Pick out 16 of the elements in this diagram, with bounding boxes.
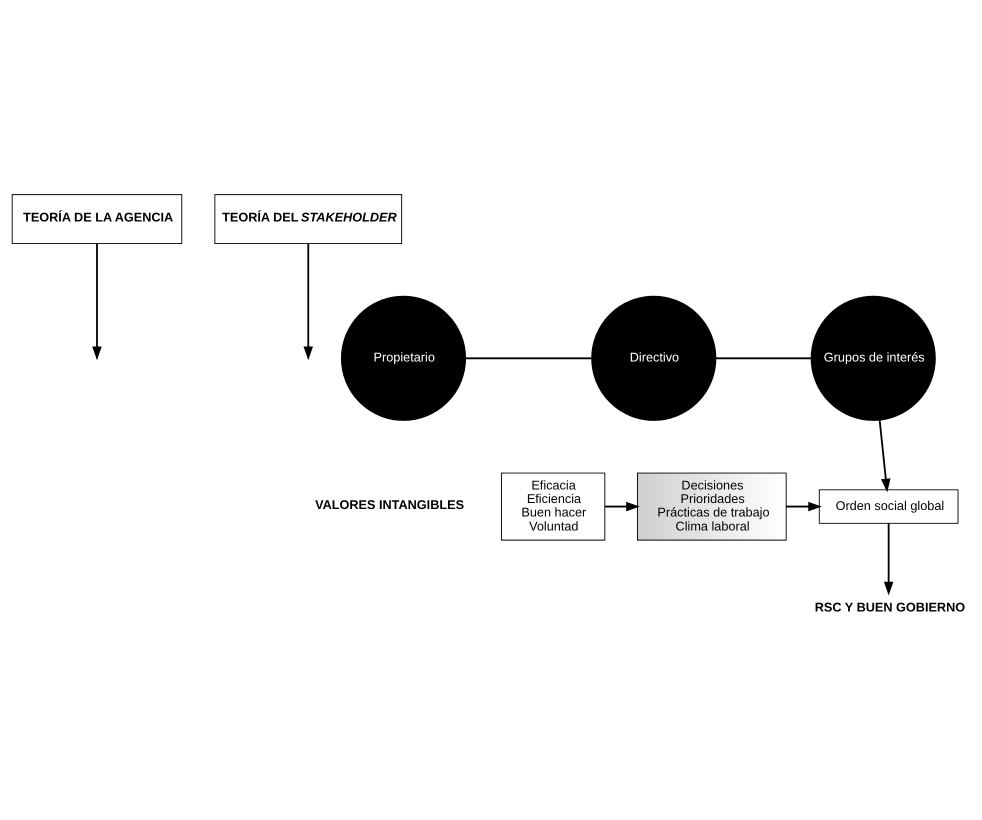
arrow	[604, 502, 640, 512]
connector	[466, 357, 592, 360]
arrow	[884, 524, 894, 596]
connector	[716, 357, 811, 360]
node-box: TEORÍA DE LA AGENCIA	[12, 194, 182, 244]
label: VALORES INTANGIBLES	[315, 498, 464, 512]
node-circle: Propietario	[340, 296, 466, 421]
node-box: TEORÍA DEL STAKEHOLDER	[214, 194, 402, 244]
node-circle: Directivo	[591, 296, 716, 421]
node-circle: Grupos de interés	[810, 296, 936, 421]
node-box: Eficacia Eficiencia Buen hacer Voluntad	[500, 472, 606, 541]
arrow	[878, 420, 891, 492]
node-text: RSC Y BUEN GOBIERNO	[814, 600, 966, 614]
arrow	[786, 502, 822, 512]
node-box: Decisiones Prioridades Prácticas de trabajo Clima laboral	[637, 472, 787, 541]
node-box: Orden social global	[818, 489, 958, 524]
